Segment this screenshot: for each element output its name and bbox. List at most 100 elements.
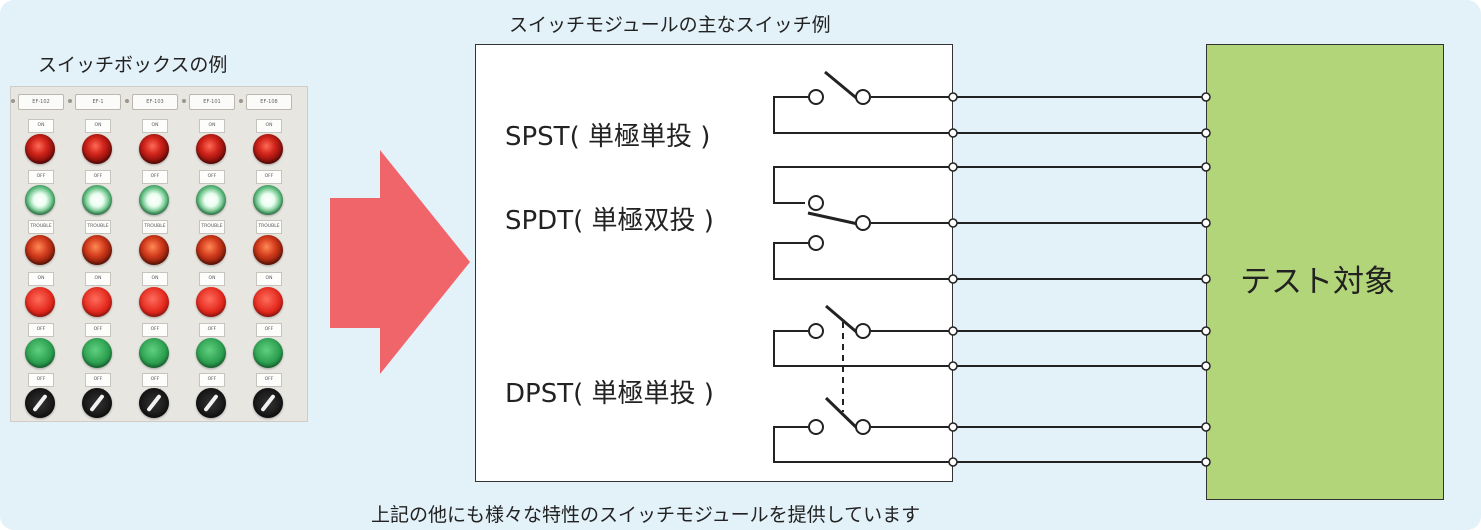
key-switch [82,388,112,418]
screw-icon [239,99,243,103]
spdt-label: SPDT( 単極双投 ) [505,206,714,236]
switchbox-plate: OFF [199,170,225,184]
switchbox-plate: OFF [199,323,225,337]
switchbox-plate: OFF [256,170,282,184]
switchbox-button [82,134,112,164]
switchbox-plate: ON [256,119,282,133]
contact [808,195,824,211]
switchbox-button [25,338,55,368]
module-caption: スイッチモジュールの主なスイッチ例 [509,14,831,36]
switchbox-plate: ON [85,119,111,133]
footer-note: 上記の他にも様々な特性のスイッチモジュールを提供しています [371,504,921,526]
switchbox-button [25,287,55,317]
terminal-node [1201,274,1211,284]
switchbox-plate: TROUBLE [85,220,111,234]
key-switch [139,388,169,418]
contact [808,323,824,339]
switchbox-plate: OFF [142,170,168,184]
switchbox-button [196,338,226,368]
switchbox-plate: ON [199,119,225,133]
switchbox-plate: ON [199,272,225,286]
switchbox-caption: スイッチボックスの例 [38,54,228,76]
key-switch [25,388,55,418]
spst-label: SPST( 単極単投 ) [505,122,711,152]
terminal-node [948,422,958,432]
switchbox-button [82,185,112,215]
terminal-node [1201,162,1211,172]
terminal-node [948,218,958,228]
switchbox-plate: OFF [142,323,168,337]
terminal-node [948,162,958,172]
switchbox-button [139,185,169,215]
switchbox-plate: TROUBLE [142,220,168,234]
dpst-lower-lower-wire [773,426,953,463]
switchbox-plate: TROUBLE [199,220,225,234]
switchbox-button [253,338,283,368]
screw-icon [182,99,186,103]
terminal-node [948,92,958,102]
dpst-lower-blade [824,396,862,433]
switchbox-plate: ON [28,119,54,133]
switchbox-button [139,287,169,317]
switchbox-plate: OFF [28,323,54,337]
contact [855,323,871,339]
terminal-node [948,361,958,371]
switchbox-tag: EF-108 [246,94,292,110]
switchbox-plate: OFF [28,170,54,184]
switchbox-tag: EF-101 [189,94,235,110]
terminal-node [1201,361,1211,371]
terminals [948,92,1211,467]
switchbox-plate: TROUBLE [256,220,282,234]
contact [808,419,824,435]
screw-icon [11,99,15,103]
switchbox-button [139,235,169,265]
terminal-node [1201,218,1211,228]
contact [855,89,871,105]
contact [855,215,871,231]
terminal-node [1201,422,1211,432]
switchbox-button [25,235,55,265]
screw-icon [125,99,129,103]
wiring [773,70,1206,463]
switchbox-button [82,338,112,368]
switchbox-tag: EF-1 [75,94,121,110]
switchbox-button [196,235,226,265]
switchbox-button [25,185,55,215]
switchbox-button [253,287,283,317]
test-target-box [1206,44,1444,500]
spdt-top-wire [773,166,953,204]
right-arrow-icon [330,150,470,374]
test-target-label: テスト対象 [1240,264,1395,300]
switchbox-button [253,235,283,265]
terminal-node [948,457,958,467]
spst-lower-wire [773,96,953,134]
switchbox-button [196,134,226,164]
spst-blade [824,70,861,103]
key-switch [253,388,283,418]
switchbox-button [82,287,112,317]
terminal-node [1201,326,1211,336]
switchbox-tag: EF-103 [132,94,178,110]
switchbox-plate: ON [142,119,168,133]
switchbox-button [196,185,226,215]
key-switch [196,388,226,418]
terminal-node [948,128,958,138]
dpst-upper-blade [825,304,861,337]
switchbox-button [253,185,283,215]
dpst-label: DPST( 単極単投 ) [505,379,714,409]
contact [808,235,824,251]
switchbox-button [25,134,55,164]
switchbox-button [196,287,226,317]
switchbox-plate: OFF [256,323,282,337]
switch-contacts [808,89,871,435]
switchbox-button [253,134,283,164]
terminal-node [1201,92,1211,102]
switchbox-plate: OFF [85,170,111,184]
switchbox-button [139,134,169,164]
terminal-node [948,326,958,336]
switchbox-tag: EF-102 [18,94,64,110]
terminal-node [948,274,958,284]
switchbox-plate: TROUBLE [28,220,54,234]
